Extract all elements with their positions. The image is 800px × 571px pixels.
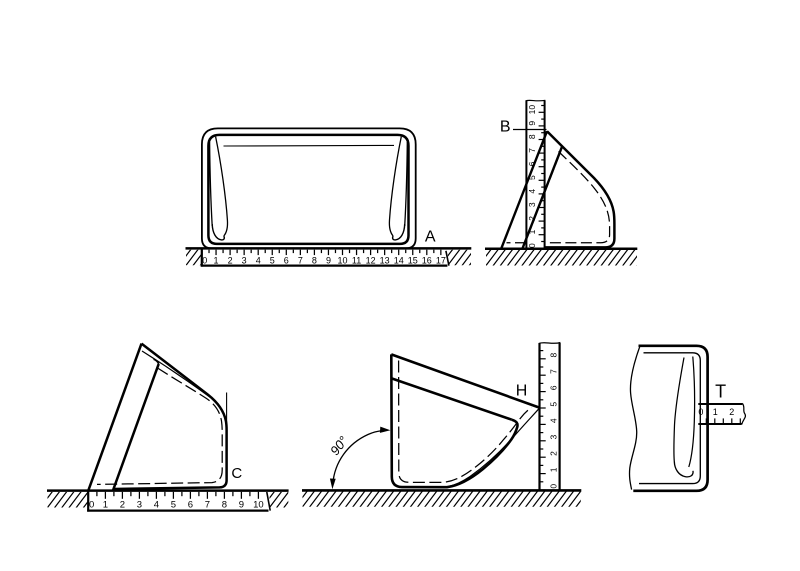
- svg-text:3: 3: [137, 499, 142, 510]
- svg-text:T: T: [715, 382, 726, 402]
- svg-text:2: 2: [120, 499, 125, 510]
- svg-text:0: 0: [89, 499, 94, 510]
- svg-text:7: 7: [549, 369, 559, 374]
- svg-text:8: 8: [222, 499, 227, 510]
- svg-text:B: B: [500, 119, 511, 136]
- svg-text:10: 10: [337, 255, 347, 265]
- svg-text:6: 6: [527, 161, 537, 166]
- svg-text:6: 6: [284, 255, 289, 265]
- svg-text:9: 9: [239, 499, 244, 510]
- svg-text:8: 8: [312, 255, 317, 265]
- svg-text:7: 7: [205, 499, 210, 510]
- svg-text:0: 0: [549, 484, 559, 489]
- svg-text:3: 3: [549, 434, 559, 439]
- svg-text:1: 1: [713, 407, 718, 417]
- svg-text:6: 6: [188, 499, 193, 510]
- svg-text:5: 5: [270, 255, 275, 265]
- svg-text:14: 14: [394, 255, 404, 265]
- svg-text:C: C: [231, 465, 242, 482]
- svg-text:15: 15: [408, 255, 418, 265]
- svg-text:2: 2: [228, 255, 233, 265]
- svg-text:4: 4: [256, 255, 261, 265]
- svg-text:8: 8: [527, 134, 537, 139]
- svg-text:7: 7: [527, 148, 537, 153]
- svg-text:0: 0: [527, 243, 537, 248]
- svg-text:1: 1: [527, 229, 537, 234]
- svg-text:4: 4: [549, 418, 559, 423]
- svg-text:3: 3: [527, 202, 537, 207]
- svg-text:1: 1: [549, 467, 559, 472]
- svg-text:17: 17: [436, 255, 446, 265]
- svg-text:7: 7: [298, 255, 303, 265]
- svg-text:13: 13: [380, 255, 390, 265]
- svg-text:8: 8: [549, 352, 559, 357]
- svg-text:10: 10: [527, 105, 537, 115]
- svg-text:2: 2: [729, 407, 734, 417]
- svg-text:4: 4: [527, 189, 537, 194]
- svg-text:3: 3: [242, 255, 247, 265]
- svg-text:4: 4: [154, 499, 159, 510]
- svg-text:5: 5: [171, 499, 176, 510]
- svg-text:6: 6: [549, 385, 559, 390]
- svg-text:A: A: [425, 229, 436, 246]
- svg-text:2: 2: [527, 216, 537, 221]
- svg-text:1: 1: [103, 499, 108, 510]
- svg-text:2: 2: [549, 451, 559, 456]
- svg-text:0: 0: [202, 255, 207, 265]
- svg-text:5: 5: [527, 175, 537, 180]
- svg-text:11: 11: [352, 255, 361, 265]
- svg-text:12: 12: [366, 255, 376, 265]
- svg-text:10: 10: [253, 499, 264, 510]
- svg-text:H: H: [516, 382, 528, 399]
- svg-text:16: 16: [422, 255, 432, 265]
- svg-text:9: 9: [527, 121, 537, 126]
- svg-text:9: 9: [326, 255, 331, 265]
- svg-text:1: 1: [214, 255, 219, 265]
- svg-text:5: 5: [549, 402, 559, 407]
